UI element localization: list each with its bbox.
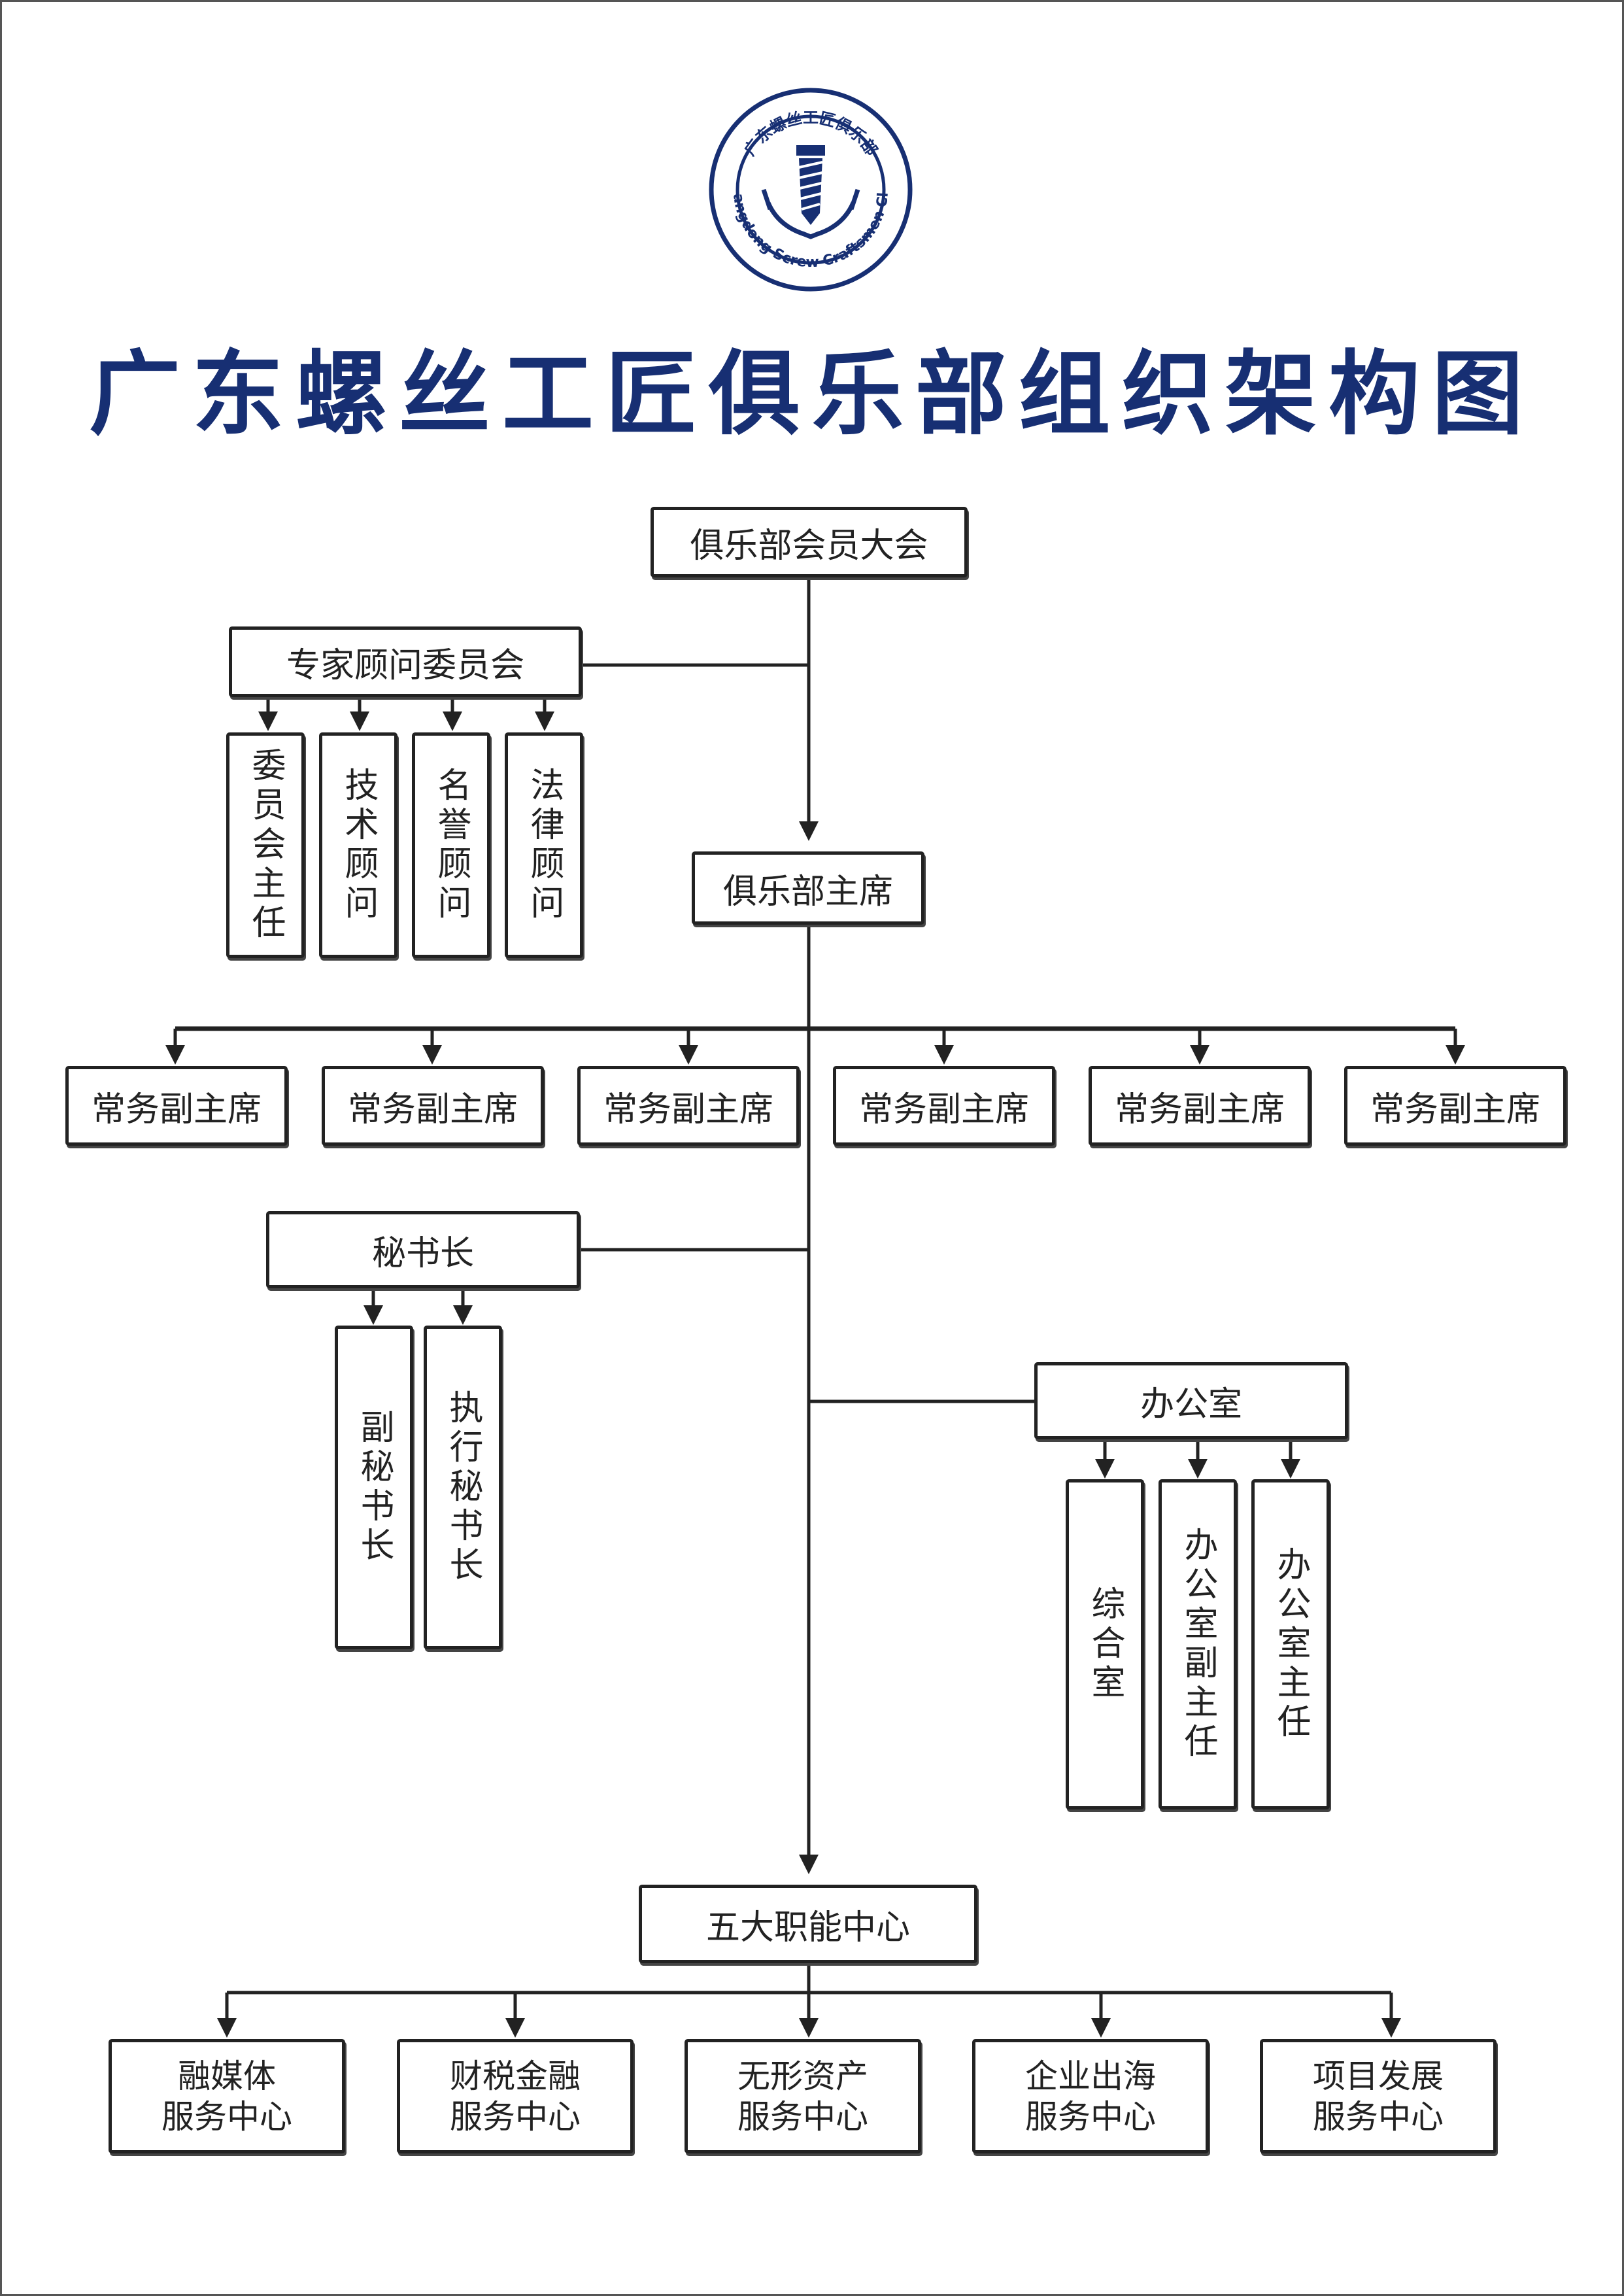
office-child-box: 办公室副主任 — [1159, 1479, 1237, 1809]
service-center-box: 企业出海 服务中心 — [972, 2039, 1209, 2153]
advisory-child-box: 技术顾问 — [319, 732, 398, 958]
vice-chair-box: 常务副主席 — [577, 1066, 800, 1146]
vice-chair-box: 常务副主席 — [833, 1066, 1055, 1146]
secretary-child-box: 执行秘书长 — [424, 1326, 502, 1649]
advisory-child-box: 法律顾问 — [505, 732, 583, 958]
members-assembly-box: 俱乐部会员大会 — [651, 507, 968, 577]
vice-chair-box: 常务副主席 — [65, 1066, 288, 1146]
service-center-box: 财税金融 服务中心 — [397, 2039, 634, 2153]
advisory-child-box: 名誉顾问 — [412, 732, 490, 958]
chairman-box: 俱乐部主席 — [692, 851, 924, 925]
office-child-box: 办公室主任 — [1251, 1479, 1330, 1809]
secretary-child-box: 副秘书长 — [335, 1326, 413, 1649]
advisory-committee-box: 专家顾问委员会 — [229, 626, 582, 697]
page-title: 广东螺丝工匠俱乐部组织架构图 — [88, 341, 1535, 448]
advisory-child-box: 委员会主任 — [226, 732, 305, 958]
club-logo: 广东螺丝工匠俱乐部 Guangdong Screw Craftsmen Club — [706, 85, 913, 292]
service-center-box: 项目发展 服务中心 — [1260, 2039, 1497, 2153]
vice-chair-box: 常务副主席 — [1089, 1066, 1311, 1146]
office-child-box: 综合室 — [1066, 1479, 1144, 1809]
service-center-box: 融媒体 服务中心 — [109, 2039, 345, 2153]
service-center-box: 无形资产 服务中心 — [685, 2039, 921, 2153]
five-centers-box: 五大职能中心 — [639, 1885, 977, 1963]
secretary-general-box: 秘书长 — [266, 1211, 580, 1288]
vice-chair-box: 常务副主席 — [322, 1066, 544, 1146]
vice-chair-box: 常务副主席 — [1344, 1066, 1566, 1146]
office-box: 办公室 — [1034, 1362, 1348, 1439]
